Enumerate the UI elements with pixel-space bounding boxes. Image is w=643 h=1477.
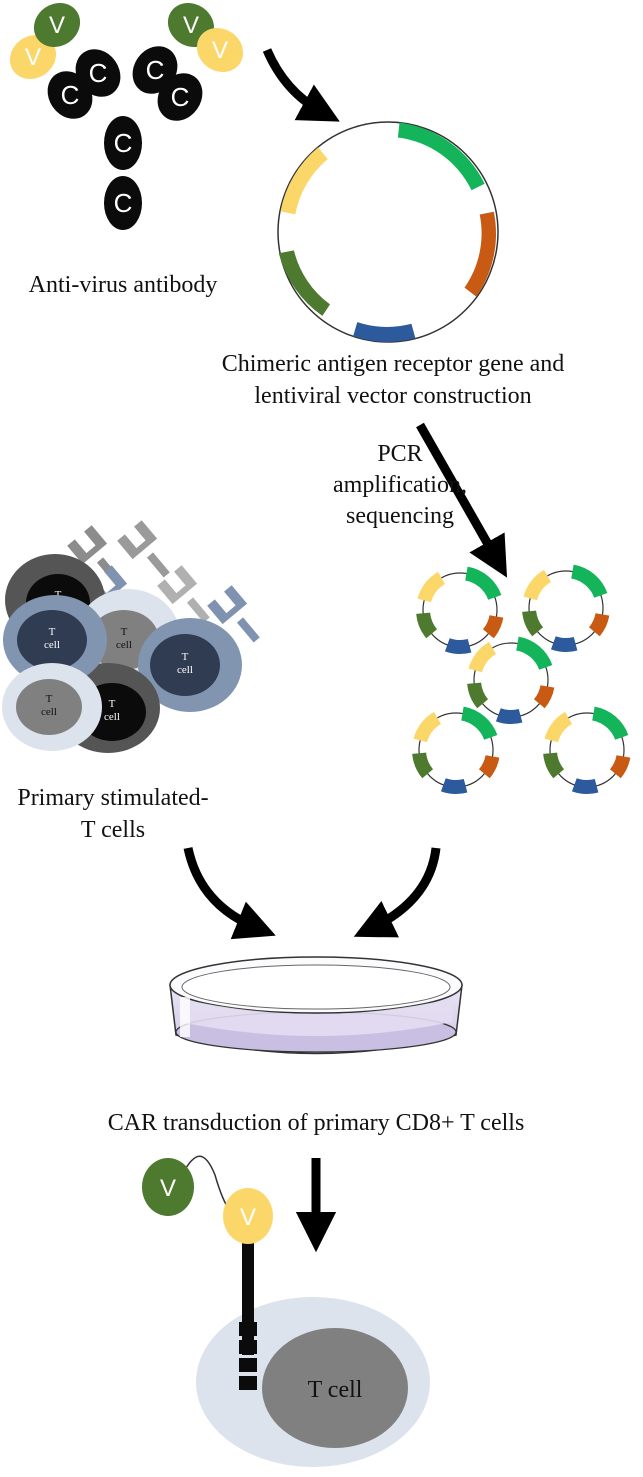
small-vector-segment (440, 778, 468, 795)
svg-text:V: V (49, 12, 65, 39)
svg-text:C: C (114, 128, 133, 158)
t-cell: T cell (2, 663, 102, 751)
small-vector-segment (544, 711, 572, 743)
pcr-label-line2: amplification, (333, 472, 467, 498)
pcr-label-line3: sequencing (346, 503, 454, 529)
primary-t-cell-cluster: T cell T cell T cell T cell T cell (2, 520, 260, 753)
small-vector-segment (412, 752, 434, 779)
vector-segment-yellow (280, 147, 328, 215)
svg-text:T: T (49, 626, 56, 638)
t-cell: T cell (3, 595, 107, 685)
small-vector-segment (550, 636, 578, 652)
svg-text:T: T (46, 693, 53, 705)
car-t-cell: T cell V V (142, 1155, 430, 1467)
small-vector-segment (413, 711, 441, 743)
svg-text:cell: cell (104, 711, 120, 723)
svg-text:cell: cell (177, 664, 193, 676)
small-vector-segment (417, 571, 445, 603)
small-vector-segment (467, 682, 489, 709)
small-vector-plasmid (412, 706, 500, 795)
small-vector-segment (543, 752, 565, 779)
small-vector-segment (461, 706, 498, 740)
small-vector-segment (482, 615, 504, 639)
small-vector-plasmid (416, 566, 504, 654)
svg-text:T cell: T cell (308, 1377, 363, 1403)
small-vector-segment (495, 708, 523, 724)
vector-segment-darkgreen (278, 250, 330, 316)
small-vector-segment (478, 755, 500, 779)
car-transmembrane (242, 1240, 254, 1355)
svg-text:T: T (55, 589, 62, 601)
svg-text:V: V (212, 37, 228, 64)
primary-label-line1: Primary stimulated- (17, 785, 208, 811)
small-vector-segment (571, 564, 608, 598)
small-vector-segment (444, 638, 472, 654)
antibody-label: Anti-virus antibody (29, 272, 218, 298)
svg-text:V: V (25, 44, 41, 71)
constant-domain: C (75, 49, 121, 97)
constant-domain: C (104, 116, 142, 170)
vl-domain-left: V (33, 2, 81, 48)
amplified-vector-copies (412, 564, 631, 795)
svg-text:V: V (160, 1175, 176, 1202)
arrow-to-vector (262, 48, 340, 122)
svg-text:C: C (61, 80, 80, 110)
vh-domain-right: V (196, 27, 244, 73)
svg-text:cell: cell (41, 706, 57, 718)
t-cell: T cell (138, 618, 242, 712)
pcr-arrow (416, 422, 508, 578)
small-vector-plasmid (522, 564, 610, 652)
small-vector-segment (609, 755, 631, 779)
petri-dish (169, 956, 463, 1055)
car-vh-domain: V (223, 1188, 273, 1244)
small-vector-plasmid (467, 636, 555, 724)
transduction-label: CAR transduction of primary CD8+ T cells (108, 1110, 525, 1136)
small-vector-segment (468, 641, 496, 673)
svg-text:cell: cell (116, 639, 132, 651)
svg-text:C: C (114, 188, 133, 218)
small-vector-plasmid (543, 706, 631, 794)
svg-text:T: T (109, 698, 116, 710)
small-vector-segment (516, 636, 553, 670)
cell-nucleus (262, 1328, 408, 1448)
vector-segment-green (397, 122, 485, 191)
small-vector-segment (588, 613, 610, 637)
vh-domain-left: V (9, 34, 57, 80)
svg-text:T: T (121, 626, 128, 638)
small-vector-segment (571, 778, 599, 794)
svg-text:V: V (240, 1204, 256, 1231)
small-vector-segment (592, 706, 629, 740)
svg-text:T: T (182, 651, 189, 663)
svg-text:cell: cell (44, 639, 60, 651)
antibody-illustration: V V V V C C C C (9, 2, 244, 230)
car-signaling-domains (239, 1322, 257, 1390)
small-vector-segment (523, 569, 551, 601)
arrow-vectors-to-dish (353, 847, 441, 938)
construction-label-line2: lentiviral vector construction (254, 383, 531, 409)
svg-text:C: C (89, 58, 108, 88)
lentiviral-vector-plasmid (277, 121, 499, 343)
small-vector-segment (533, 685, 555, 709)
small-vector-segment (522, 610, 544, 637)
primary-label-line2: T cells (81, 817, 145, 843)
constant-domain: C (157, 73, 203, 121)
constant-domain: C (104, 176, 142, 230)
pcr-label-line1: PCR (377, 441, 422, 467)
vector-segment-orange (464, 211, 497, 297)
construction-label-line1: Chimeric antigen receptor gene and (222, 351, 565, 377)
small-vector-segment (465, 566, 502, 600)
car-vl-domain: V (142, 1158, 194, 1216)
svg-text:C: C (146, 55, 165, 85)
vector-segment-blue (353, 322, 416, 342)
small-vector-segment (416, 612, 438, 639)
svg-text:C: C (171, 82, 190, 112)
svg-text:V: V (183, 12, 199, 39)
arrow-cells-to-dish (183, 847, 276, 940)
